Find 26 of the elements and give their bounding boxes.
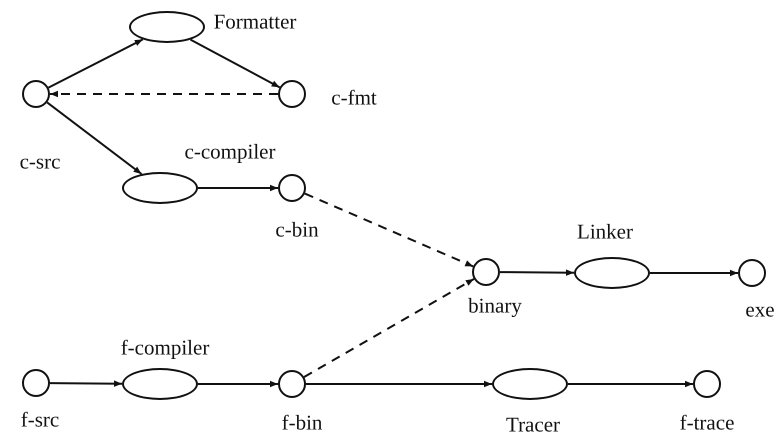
- node-label: c-compiler: [184, 140, 276, 164]
- node-label: exe: [745, 298, 775, 322]
- node-label: c-src: [20, 150, 60, 174]
- arrow: [190, 38, 280, 88]
- node-label: binary: [468, 294, 522, 318]
- dashed-arrow: [304, 278, 474, 378]
- arrow: [50, 380, 122, 387]
- arrow: [46, 102, 142, 175]
- arrow: [650, 270, 738, 276]
- node-label: f-compiler: [120, 336, 210, 360]
- dashed-arrow: [304, 192, 474, 268]
- node-label: c-bin: [275, 218, 319, 242]
- node-label: c-fmt: [331, 86, 377, 110]
- node-label: f-bin: [282, 410, 322, 436]
- arrow: [306, 380, 492, 388]
- arrow: [48, 38, 144, 89]
- dashed-arrow: [50, 90, 278, 98]
- node-label: Tracer: [506, 412, 560, 438]
- arrow: [500, 269, 574, 276]
- arrow: [198, 380, 278, 388]
- node-label: f-src: [20, 408, 60, 432]
- arrow: [568, 380, 693, 388]
- node-label: f-trace: [680, 410, 734, 436]
- node-label: Formatter: [214, 10, 296, 34]
- node-label: Linker: [577, 220, 633, 244]
- arrow: [198, 184, 278, 192]
